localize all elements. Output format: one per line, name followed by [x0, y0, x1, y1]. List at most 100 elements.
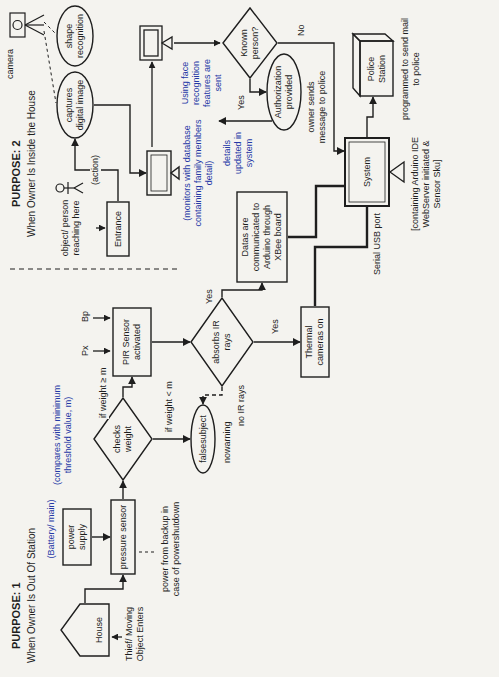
edge-label: (action)	[90, 154, 101, 186]
action-oval: captures digital image	[56, 71, 94, 139]
edge-label: No	[296, 23, 307, 37]
process-box: Datas are communicated to Arduino throug…	[236, 191, 288, 283]
note: [containing Arduino IDE WebServer initia…	[410, 131, 443, 237]
box-outline	[301, 307, 329, 377]
flow-arrow	[250, 79, 266, 92]
features-arrow	[151, 62, 152, 147]
camera-view-line	[44, 31, 56, 103]
flow-arrow	[254, 341, 300, 342]
box-outline	[111, 500, 135, 574]
house-shape: House	[60, 603, 110, 657]
flow-arrow	[203, 387, 222, 404]
node-text: (monitors with database containing famil…	[182, 117, 215, 229]
flow-arrow	[94, 105, 146, 173]
note: owner sends message to police	[306, 65, 328, 149]
node-text: checks weight	[112, 415, 134, 464]
edge-label: no IR rays	[236, 384, 247, 427]
node-text: Known person?	[239, 22, 261, 64]
node-text: captures digital image	[64, 76, 86, 134]
node-text: Police Station	[366, 44, 388, 94]
annotation: (Battery/ main)	[46, 489, 57, 569]
process-box: Entrance	[106, 201, 130, 257]
enter-arrow	[112, 636, 122, 637]
flow-arrow	[219, 120, 272, 121]
box-outline	[63, 509, 91, 565]
edge-label: details updated in system	[222, 127, 255, 179]
police-station-box: Police Station	[352, 33, 394, 97]
terminal-oval: falsesubject	[190, 404, 216, 474]
box-outline	[237, 192, 287, 282]
decision-diamond: Known person?	[222, 7, 278, 79]
flow-arrow	[153, 438, 190, 439]
note: nowarning	[222, 421, 233, 463]
diamond-outline	[223, 8, 277, 78]
section-subtitle: When Owner Is Out Of Station	[26, 528, 38, 663]
monitor-node: (monitors with database containing famil…	[146, 115, 219, 231]
signal-name: Px	[80, 345, 91, 356]
monitor-stand	[171, 167, 179, 179]
system-monitor: System	[344, 137, 390, 207]
cable-line	[288, 186, 344, 237]
monitor-icon	[140, 26, 172, 60]
flow-arrow	[123, 377, 132, 397]
monitor-frame	[345, 138, 389, 206]
node-text: Datas are communicated to Arduino throug…	[240, 194, 284, 280]
node-text: Authorization provided	[273, 58, 295, 125]
oval-outline	[57, 72, 93, 138]
section-heading: PURPOSE: 1	[10, 582, 23, 649]
section-heading: PURPOSE: 2	[10, 140, 23, 207]
flow-arrow	[367, 97, 373, 137]
features-arrow	[174, 42, 220, 43]
monitor-screen	[151, 155, 167, 191]
box-outline	[107, 202, 129, 256]
flow-arrow	[85, 575, 123, 603]
process-box: power supply	[62, 508, 92, 566]
note: Thief/ Moving Object Enters	[124, 597, 146, 671]
decision-diamond: absorbs IR rays	[190, 297, 254, 387]
flow-arrow	[152, 341, 190, 342]
action-oval: shape recognition	[56, 5, 94, 67]
flow-arrow	[75, 139, 118, 201]
port-label: Serial USB port	[372, 209, 383, 279]
monitor-screen	[349, 142, 385, 202]
cable-line	[315, 207, 367, 306]
section-divider	[10, 268, 180, 269]
note: power from backup in case of powershutdo…	[160, 499, 182, 599]
flow-arrow	[222, 283, 262, 297]
house-outline	[61, 604, 109, 656]
annotation: Using face recognition features are sent	[180, 55, 224, 111]
note: object/ person reaching here	[60, 199, 82, 257]
process-box: pressure sensor	[110, 499, 136, 575]
flow-arrow	[92, 536, 110, 537]
node-text: Entrance	[113, 211, 124, 247]
camera-icon	[10, 13, 44, 37]
box-outline	[113, 308, 151, 376]
annotation: (compares with minimum threshold value, …	[52, 379, 74, 491]
oval-outline	[191, 405, 215, 473]
node-text: pressure sensor	[118, 505, 129, 570]
process-box: PIR Sensor activated	[112, 307, 152, 377]
box-side	[353, 34, 393, 41]
section-subtitle: When Owner Is Inside the House	[26, 90, 38, 237]
monitor-stand	[390, 162, 404, 182]
edge-label: Yes	[204, 288, 215, 305]
diamond-outline	[191, 298, 253, 386]
box-top	[353, 34, 360, 96]
oval-outline	[267, 54, 301, 130]
node-text: power supply	[66, 511, 88, 563]
device-label: camera	[5, 49, 16, 79]
edge-label: if weight < m	[164, 380, 175, 433]
signal-arrow	[93, 350, 110, 351]
reach-arrow	[96, 227, 105, 228]
node-text: Thermal cameras on	[304, 309, 326, 375]
node-text: falsesubject	[198, 415, 209, 463]
edge-label: if weight ≥ m	[98, 367, 109, 419]
person-figure	[56, 182, 83, 194]
node-text: PIR Sensor activated	[121, 310, 143, 374]
terminal-oval: Authorization provided	[266, 53, 302, 131]
signal-arrow	[93, 317, 110, 318]
node-text: System	[362, 157, 373, 187]
